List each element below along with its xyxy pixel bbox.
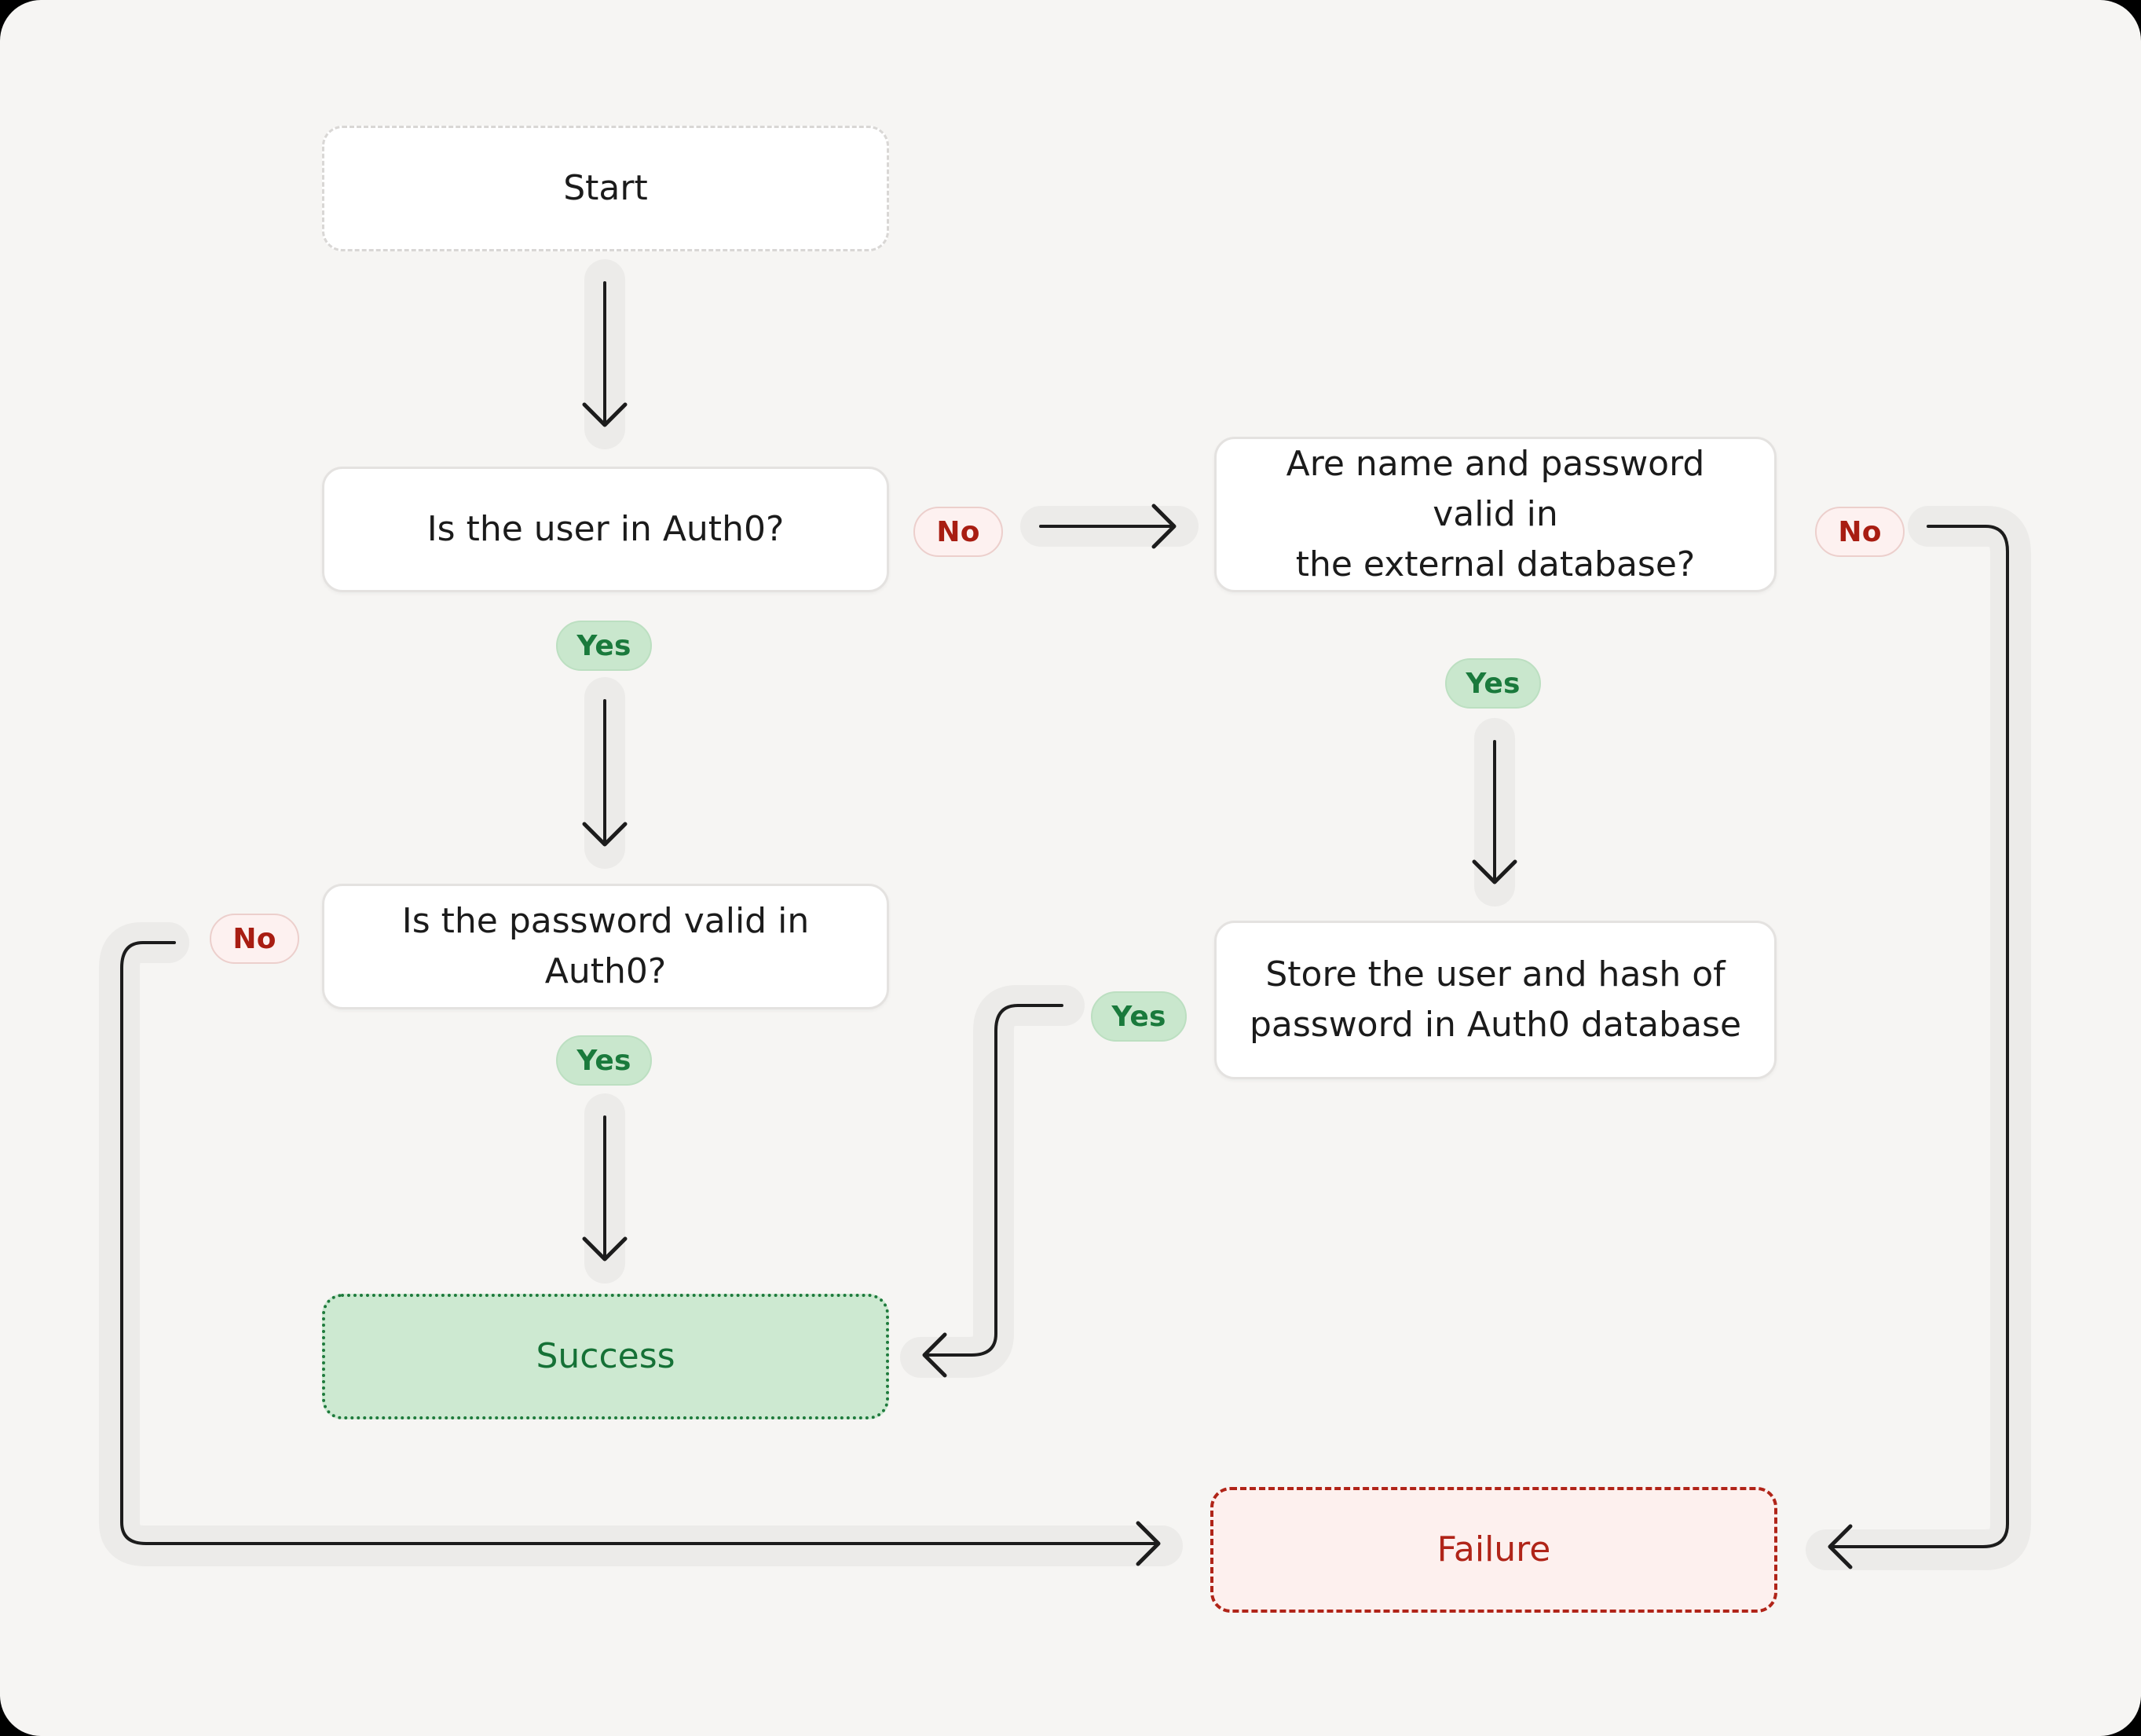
node-store[interactable]: Store the user and hash of password in A… bbox=[1214, 921, 1777, 1079]
arrowhead-pw-no-to-failure bbox=[1136, 1521, 1161, 1566]
arrowhead-pw-yes-to-success bbox=[582, 1236, 628, 1262]
connector-track-ext-no-to-failure bbox=[1806, 506, 2031, 1570]
arrowhead-store-yes-to-success bbox=[922, 1332, 947, 1378]
edge-label-store-yes: Yes bbox=[1091, 991, 1187, 1042]
node-pw_q[interactable]: Is the password valid in Auth0? bbox=[322, 884, 889, 1009]
arrowhead-user-no-to-ext bbox=[1151, 504, 1177, 549]
arrowhead-ext-no-to-failure bbox=[1828, 1524, 1853, 1569]
arrowhead-ext-yes-to-store bbox=[1472, 859, 1517, 884]
edge-label-pw-no: No bbox=[210, 914, 299, 964]
arrowhead-user-yes-to-pw bbox=[582, 822, 628, 847]
node-user_q[interactable]: Is the user in Auth0? bbox=[322, 467, 889, 592]
node-start[interactable]: Start bbox=[322, 126, 889, 251]
node-ext_q[interactable]: Are name and password valid in the exter… bbox=[1214, 437, 1777, 592]
node-label-start: Start bbox=[563, 168, 648, 209]
node-label-user_q: Is the user in Auth0? bbox=[426, 509, 785, 550]
connector-line-pw-no-to-failure bbox=[120, 941, 1156, 1545]
node-label-failure: Failure bbox=[1436, 1529, 1551, 1570]
edge-label-user-no: No bbox=[913, 507, 1003, 557]
node-failure[interactable]: Failure bbox=[1210, 1487, 1777, 1613]
node-label-success: Success bbox=[536, 1336, 675, 1377]
edge-label-ext-no: No bbox=[1815, 507, 1905, 557]
node-success[interactable]: Success bbox=[322, 1294, 889, 1419]
node-label-pw_q: Is the password valid in Auth0? bbox=[401, 901, 810, 991]
edge-label-ext-yes: Yes bbox=[1445, 658, 1541, 709]
edge-label-pw-yes: Yes bbox=[556, 1035, 652, 1086]
connector-line-store-yes-to-success bbox=[927, 1004, 1063, 1357]
arrowhead-start-to-user bbox=[582, 402, 628, 427]
node-label-ext_q: Are name and password valid in the exter… bbox=[1286, 444, 1705, 584]
connector-line-ext-no-to-failure bbox=[1832, 525, 2009, 1548]
connector-lines bbox=[120, 281, 2009, 1548]
connector-arrowheads bbox=[582, 402, 1853, 1569]
connector-track-store-yes-to-success bbox=[900, 985, 1085, 1378]
edge-label-user-yes: Yes bbox=[556, 621, 652, 671]
node-label-store: Store the user and hash of password in A… bbox=[1249, 954, 1742, 1045]
